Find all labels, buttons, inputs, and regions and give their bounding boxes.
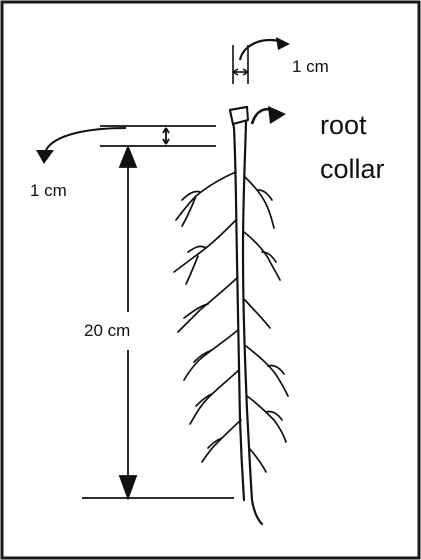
lateral-roots-left bbox=[174, 172, 241, 462]
root-collar-label-line2: collar bbox=[320, 156, 385, 183]
seedling-root bbox=[174, 107, 288, 524]
top-width-pointer-arrow bbox=[240, 40, 283, 60]
root-collar-pointer-arrow bbox=[252, 106, 286, 124]
collar-height-label: 1 cm bbox=[30, 182, 67, 199]
taproot bbox=[230, 107, 262, 524]
root-length-label: 20 cm bbox=[84, 322, 130, 339]
top-width-dimension bbox=[233, 37, 290, 84]
root-collar-label-line1: root bbox=[320, 112, 367, 139]
top-width-label: 1 cm bbox=[292, 58, 329, 75]
lateral-roots-right bbox=[244, 176, 288, 472]
